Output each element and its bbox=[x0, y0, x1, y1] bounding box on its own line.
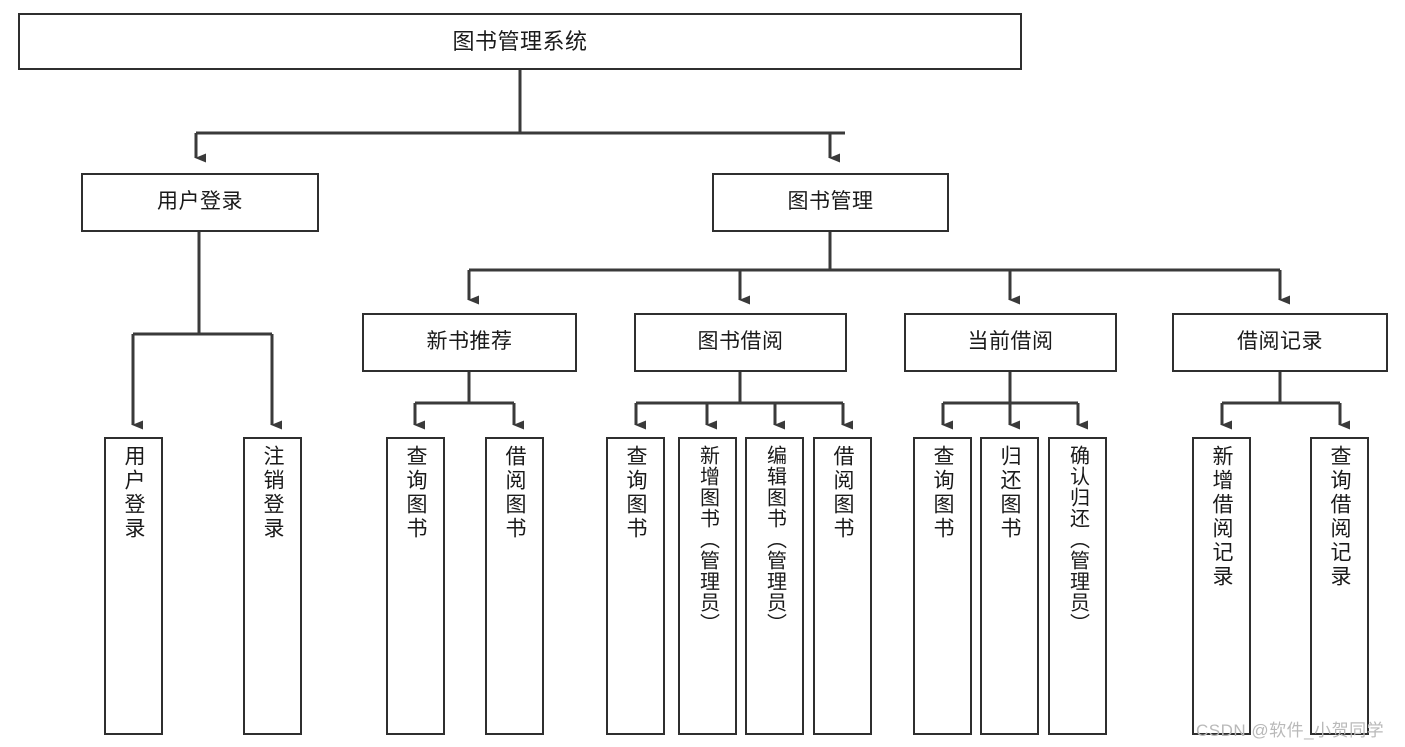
node-label: 新书推荐 bbox=[426, 330, 513, 354]
node-book-management[interactable]: 图书管理 bbox=[712, 173, 949, 232]
node-leaf-user-login[interactable]: 用户登录 bbox=[104, 437, 163, 735]
node-label: 图书借阅 bbox=[697, 330, 784, 354]
node-root-system[interactable]: 图书管理系统 bbox=[18, 13, 1022, 70]
node-leaf-query-books-2[interactable]: 查询图书 bbox=[606, 437, 665, 735]
node-label: 借阅图书 bbox=[831, 445, 854, 541]
node-borrow-record[interactable]: 借阅记录 bbox=[1172, 313, 1388, 372]
node-leaf-edit-book-admin[interactable]: 编辑图书（管理员） bbox=[745, 437, 804, 735]
node-label: 查询借阅记录 bbox=[1328, 445, 1351, 589]
node-leaf-query-borrow-record[interactable]: 查询借阅记录 bbox=[1310, 437, 1369, 735]
node-label: 借阅图书 bbox=[503, 445, 526, 541]
node-label: 确认归还（管理员） bbox=[1066, 445, 1089, 634]
node-book-borrow[interactable]: 图书借阅 bbox=[634, 313, 847, 372]
node-label: 查询图书 bbox=[624, 445, 647, 541]
node-label: 用户登录 bbox=[122, 445, 145, 541]
node-leaf-add-borrow-record[interactable]: 新增借阅记录 bbox=[1192, 437, 1251, 735]
node-label: 图书管理系统 bbox=[452, 28, 588, 54]
node-label: 归还图书 bbox=[998, 445, 1021, 541]
node-leaf-confirm-return-admin[interactable]: 确认归还（管理员） bbox=[1048, 437, 1107, 735]
node-label: 查询图书 bbox=[931, 445, 954, 541]
node-label: 注销登录 bbox=[261, 445, 284, 541]
node-label: 图书管理 bbox=[787, 190, 874, 214]
node-label: 编辑图书（管理员） bbox=[763, 445, 786, 634]
node-user-login[interactable]: 用户登录 bbox=[81, 173, 319, 232]
node-leaf-borrow-books-1[interactable]: 借阅图书 bbox=[485, 437, 544, 735]
node-label: 查询图书 bbox=[404, 445, 427, 541]
node-leaf-borrow-books-2[interactable]: 借阅图书 bbox=[813, 437, 872, 735]
node-label: 新增借阅记录 bbox=[1210, 445, 1233, 589]
node-new-book-recommend[interactable]: 新书推荐 bbox=[362, 313, 577, 372]
node-current-borrow[interactable]: 当前借阅 bbox=[904, 313, 1117, 372]
node-label: 借阅记录 bbox=[1237, 330, 1323, 354]
node-leaf-query-books-1[interactable]: 查询图书 bbox=[386, 437, 445, 735]
node-label: 当前借阅 bbox=[967, 330, 1054, 354]
node-label: 用户登录 bbox=[157, 190, 243, 214]
node-leaf-query-books-3[interactable]: 查询图书 bbox=[913, 437, 972, 735]
node-leaf-add-book-admin[interactable]: 新增图书（管理员） bbox=[678, 437, 737, 735]
node-label: 新增图书（管理员） bbox=[696, 445, 719, 634]
node-leaf-logout-login[interactable]: 注销登录 bbox=[243, 437, 302, 735]
node-leaf-return-books[interactable]: 归还图书 bbox=[980, 437, 1039, 735]
